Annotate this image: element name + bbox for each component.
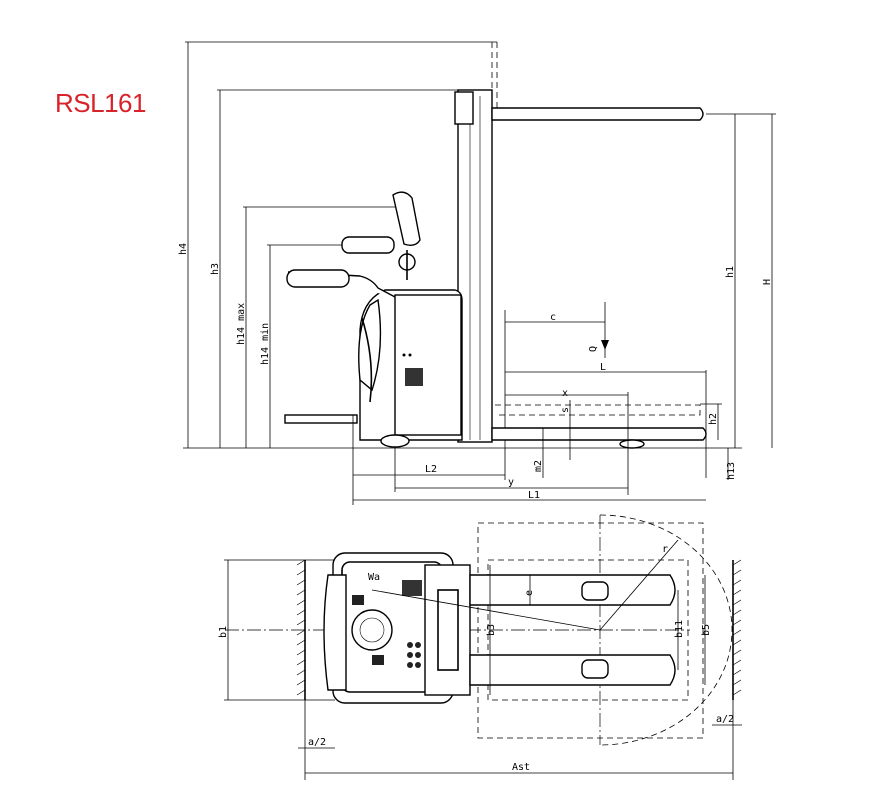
label-s: s: [560, 407, 571, 413]
fork-lowered: [491, 427, 707, 441]
tiller-head: [286, 269, 350, 288]
tiller-up: [392, 191, 421, 247]
load-roller-right: [581, 659, 609, 679]
wall-right: [732, 559, 742, 700]
fork-right: [469, 654, 676, 686]
platform: [284, 414, 358, 424]
label-L: L: [600, 362, 606, 373]
label-h14max: h14 max: [236, 303, 247, 345]
label-m2: m2: [533, 460, 544, 472]
label-a2-right: a/2: [716, 714, 734, 725]
label-b1: b1: [218, 626, 229, 638]
label-h2: h2: [708, 413, 719, 425]
wall-left: [296, 559, 306, 700]
fork-left: [469, 574, 676, 606]
side-panel: [358, 298, 382, 392]
label-Ast: Ast: [512, 762, 530, 773]
fork-raised: [491, 107, 704, 121]
label-e: e: [524, 590, 535, 596]
tiller-mid: [341, 236, 395, 254]
load-outline: [477, 522, 704, 739]
label-y: y: [508, 477, 514, 488]
label-x: x: [562, 388, 568, 399]
label-H: H: [762, 279, 773, 285]
label-b11: b11: [674, 620, 685, 638]
label-L1: L1: [528, 490, 540, 501]
label-b5: b5: [701, 624, 712, 636]
label-Q: Q: [588, 346, 599, 352]
load-roller-left: [581, 581, 609, 601]
label-Wa: Wa: [368, 572, 380, 583]
steer-wheel: [351, 609, 393, 651]
label-h1: h1: [725, 266, 736, 278]
turning-arc: [599, 514, 733, 746]
side-view: h4 h3 h14 max h14 min h1 H h2 h13 c Q L: [178, 41, 776, 505]
drive-wheel: [380, 434, 410, 448]
vent-grille: [405, 368, 423, 386]
label-b3: b3: [486, 624, 497, 636]
battery-cover: [394, 294, 462, 436]
label-r: r: [662, 544, 668, 555]
label-L2: L2: [425, 464, 437, 475]
dim-r: [599, 539, 679, 631]
label-h4: h4: [178, 243, 189, 255]
label-a2-left: a/2: [308, 737, 326, 748]
load-wheel: [619, 439, 645, 449]
top-view: r Wa e b1 b3 b11 b5: [218, 514, 742, 780]
label-h14min: h14 min: [260, 323, 271, 365]
mast-top-block: [454, 91, 474, 125]
mast-top: [424, 564, 471, 696]
model-title: RSL161: [55, 88, 146, 118]
label-h13: h13: [726, 462, 737, 480]
label-h3: h3: [210, 263, 221, 275]
tiller-top: [323, 574, 347, 691]
mast: [457, 89, 493, 443]
label-c: c: [550, 312, 556, 323]
